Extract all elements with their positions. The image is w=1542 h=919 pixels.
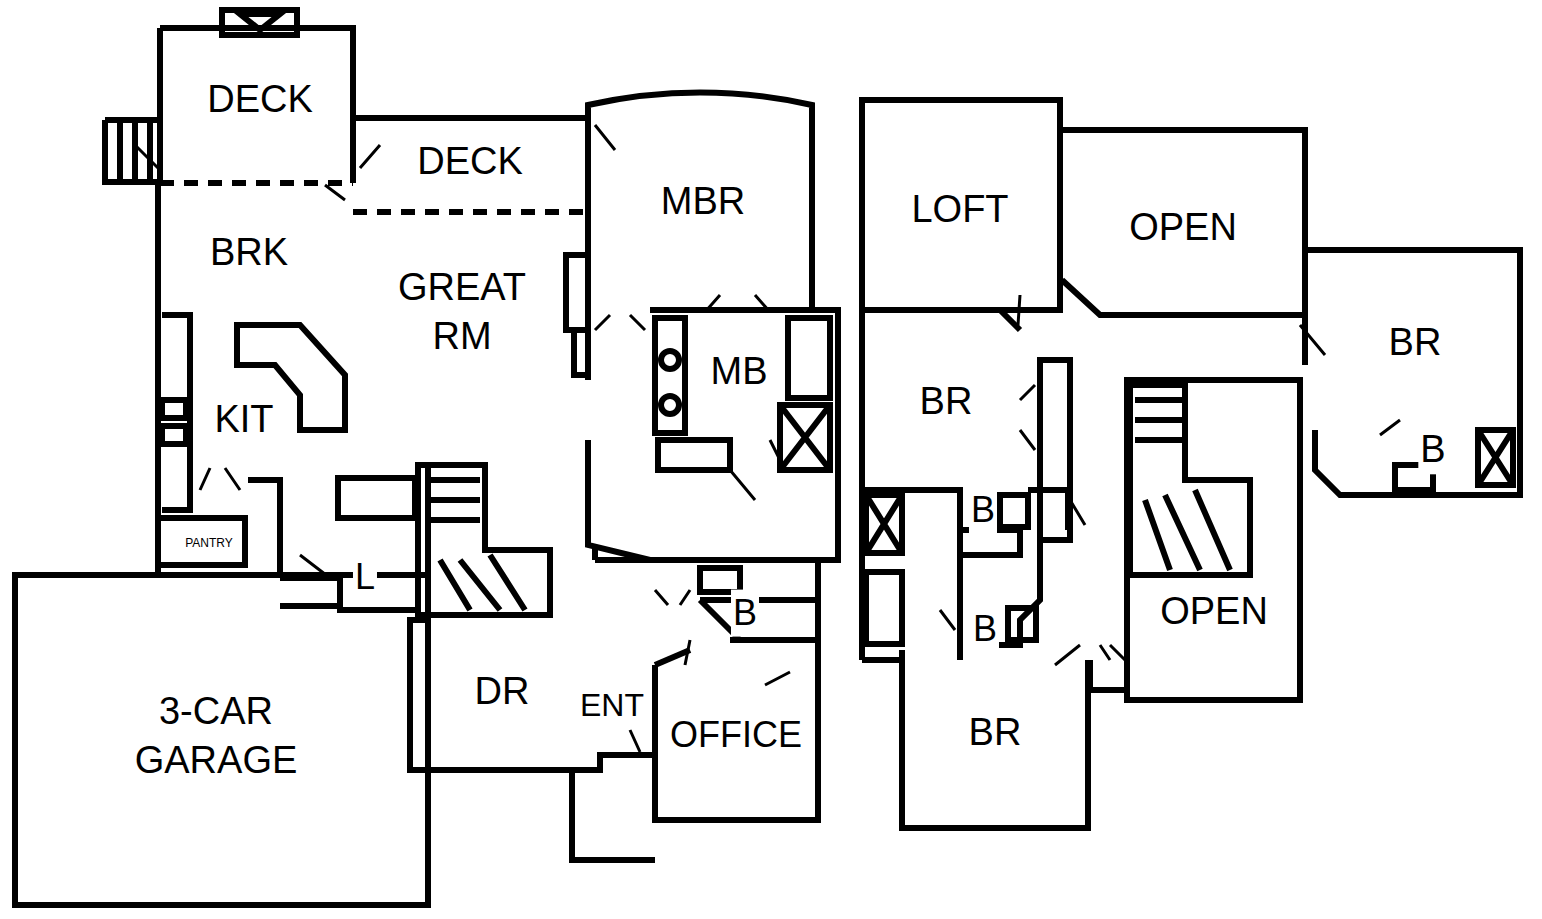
room-label: OPEN	[1158, 587, 1270, 636]
room-label: L	[353, 554, 377, 601]
room-label: LOFT	[909, 185, 1010, 234]
room-label: BR	[918, 377, 975, 426]
room-label: BR	[967, 708, 1024, 757]
room-label: GREAT RM	[390, 263, 534, 362]
room-label: MBR	[659, 177, 747, 226]
room-label: B	[1418, 425, 1447, 474]
room-label: DR	[473, 667, 532, 716]
room-label: B	[731, 590, 759, 637]
room-label: B	[969, 487, 997, 534]
room-label: BR	[1387, 318, 1444, 367]
room-label: B	[971, 606, 999, 653]
room-label: ENT	[578, 685, 646, 727]
room-label: KIT	[212, 395, 275, 444]
room-label: BRK	[208, 228, 290, 277]
room-label: DECK	[415, 137, 525, 186]
room-label: PANTRY	[183, 536, 235, 552]
room-label: 3-CAR GARAGE	[99, 687, 333, 786]
room-label: OFFICE	[668, 712, 804, 759]
room-label: MB	[709, 347, 770, 396]
room-label: OPEN	[1127, 203, 1239, 252]
room-label: DECK	[205, 75, 315, 124]
